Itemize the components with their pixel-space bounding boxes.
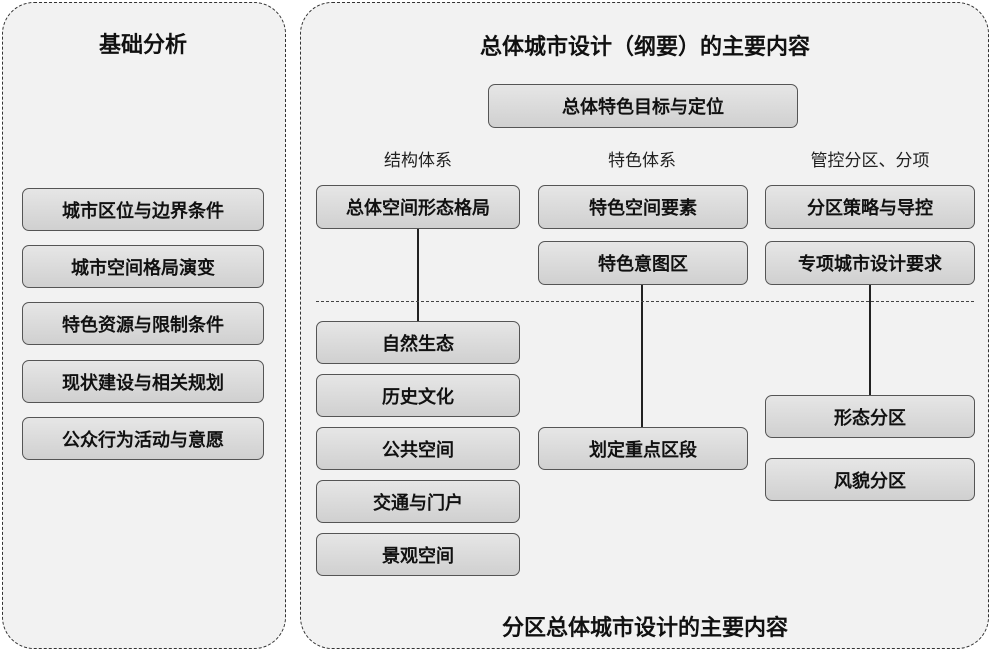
basic-analysis-title: 基础分析 — [98, 33, 188, 58]
basic-item: 现状建设与相关规划 — [22, 360, 264, 403]
feature-upper-box: 特色意图区 — [538, 241, 748, 285]
column-label-structure: 结构体系 — [384, 151, 452, 171]
feature-lower-box: 划定重点区段 — [538, 427, 748, 470]
structure-upper-box: 总体空间形态格局 — [316, 185, 520, 229]
structure-lower-box: 景观空间 — [316, 533, 520, 576]
column-label-control: 管控分区、分项 — [810, 151, 930, 171]
district-design-title: 分区总体城市设计的主要内容 — [501, 616, 789, 641]
control-lower-box: 风貌分区 — [765, 458, 975, 501]
connector-line — [641, 285, 643, 427]
feature-upper-box: 特色空间要素 — [538, 185, 748, 229]
basic-item: 城市空间格局演变 — [22, 245, 264, 288]
control-upper-box: 专项城市设计要求 — [765, 241, 975, 285]
connector-line — [869, 285, 871, 395]
top-goal-box: 总体特色目标与定位 — [488, 84, 798, 128]
structure-lower-box: 历史文化 — [316, 374, 520, 417]
basic-item: 城市区位与边界条件 — [22, 188, 264, 231]
divider-dashed-line — [316, 301, 974, 302]
structure-lower-box: 公共空间 — [316, 427, 520, 470]
control-upper-box: 分区策略与导控 — [765, 185, 975, 229]
structure-lower-box: 自然生态 — [316, 321, 520, 364]
connector-line — [417, 229, 419, 321]
master-design-title: 总体城市设计（纲要）的主要内容 — [479, 35, 811, 60]
column-label-feature: 特色体系 — [608, 151, 676, 171]
control-lower-box: 形态分区 — [765, 395, 975, 438]
basic-item: 特色资源与限制条件 — [22, 302, 264, 345]
basic-item: 公众行为活动与意愿 — [22, 417, 264, 460]
structure-lower-box: 交通与门户 — [316, 480, 520, 523]
